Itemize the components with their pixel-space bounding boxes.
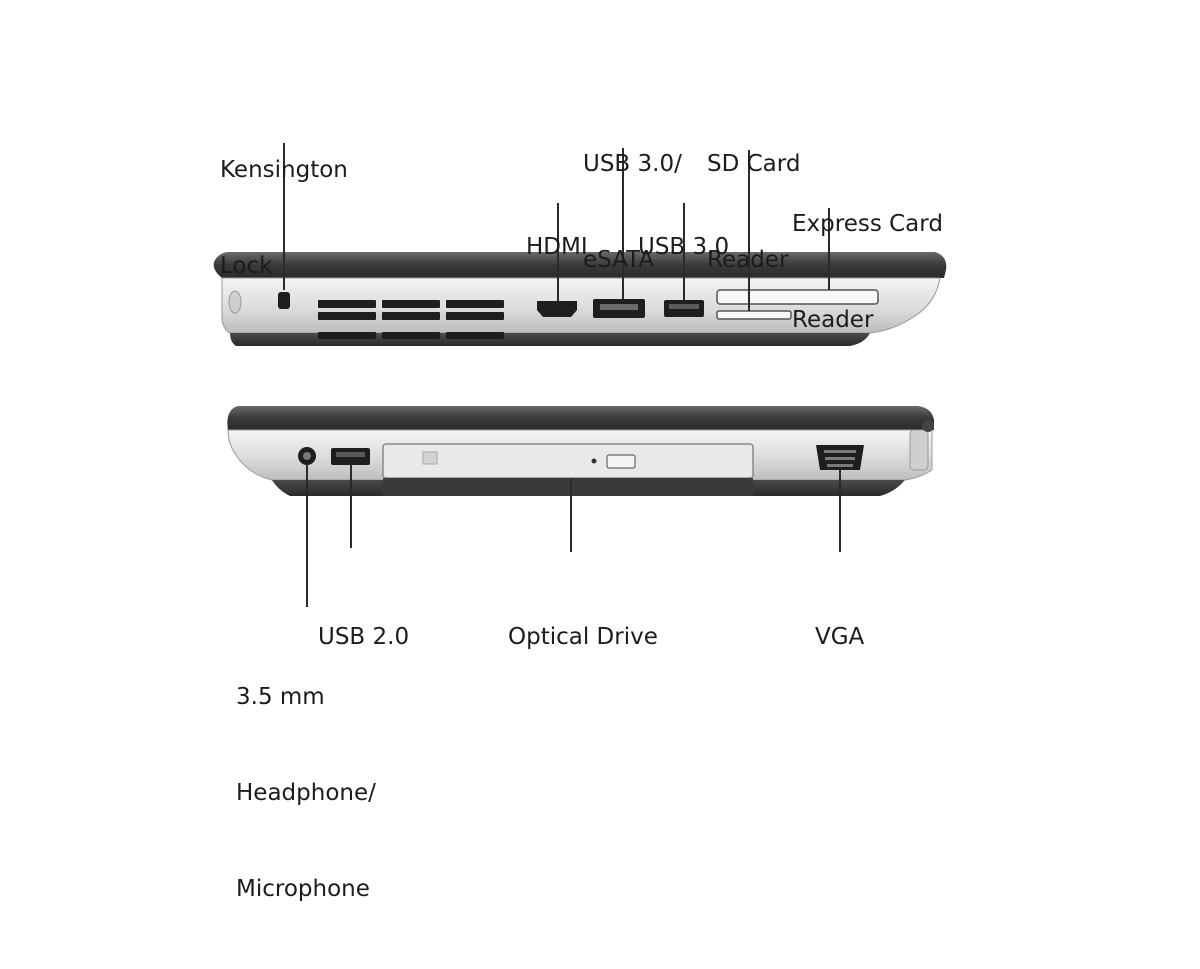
label-usb3-esata: USB 3.0/ eSATA xyxy=(583,84,682,340)
label-line: Reader xyxy=(792,307,874,333)
optical-drive-tray xyxy=(382,443,754,479)
label-usb3: USB 3.0 xyxy=(638,167,729,327)
eject-button xyxy=(606,454,636,469)
label-line: VGA xyxy=(815,624,865,650)
hinge-cap xyxy=(228,290,242,314)
vent-grille xyxy=(318,300,504,339)
optical-drive-base xyxy=(383,478,753,496)
label-line: Headphone/ xyxy=(236,780,376,806)
label-sd-card-reader: SD Card Reader xyxy=(707,84,800,340)
label-line: Express Card xyxy=(792,211,943,237)
laptop-illustration xyxy=(213,143,947,607)
lid-top xyxy=(213,252,947,278)
label-line: HDMI xyxy=(526,234,588,260)
lid-bottom xyxy=(227,406,935,430)
label-line: Lock xyxy=(220,253,273,279)
label-line: Microphone xyxy=(236,876,370,902)
hdmi-port xyxy=(537,301,577,317)
label-line: USB 3.0/ xyxy=(583,151,682,177)
label-usb2: USB 2.0 xyxy=(318,557,409,717)
label-line: USB 3.0 xyxy=(638,234,730,260)
label-line: Reader xyxy=(707,247,789,273)
kensington-slot xyxy=(278,292,290,309)
label-optical-drive: Optical Drive xyxy=(508,557,658,717)
label-line: Optical Drive xyxy=(508,624,658,650)
sd-card-slot xyxy=(716,310,792,320)
hinge-cap-right xyxy=(909,429,929,471)
label-kensington-lock: Kensington Lock xyxy=(220,90,348,346)
express-card-slot xyxy=(716,289,879,305)
label-line: Kensington xyxy=(220,157,348,183)
label-line: USB 2.0 xyxy=(318,624,410,650)
label-line: eSATA xyxy=(583,247,655,273)
laptop-right-side xyxy=(227,406,935,496)
laptop-ports-diagram: Kensington Lock HDMI USB 3.0/ eSATA USB … xyxy=(213,84,947,902)
laptop-left-side xyxy=(213,252,947,346)
label-hdmi: HDMI xyxy=(526,167,588,327)
leader-lines xyxy=(283,143,841,607)
label-vga: VGA xyxy=(815,557,864,717)
label-line: SD Card xyxy=(707,151,801,177)
label-line: 3.5 mm xyxy=(236,684,325,710)
label-express-card-reader: Express Card Reader xyxy=(792,144,943,400)
